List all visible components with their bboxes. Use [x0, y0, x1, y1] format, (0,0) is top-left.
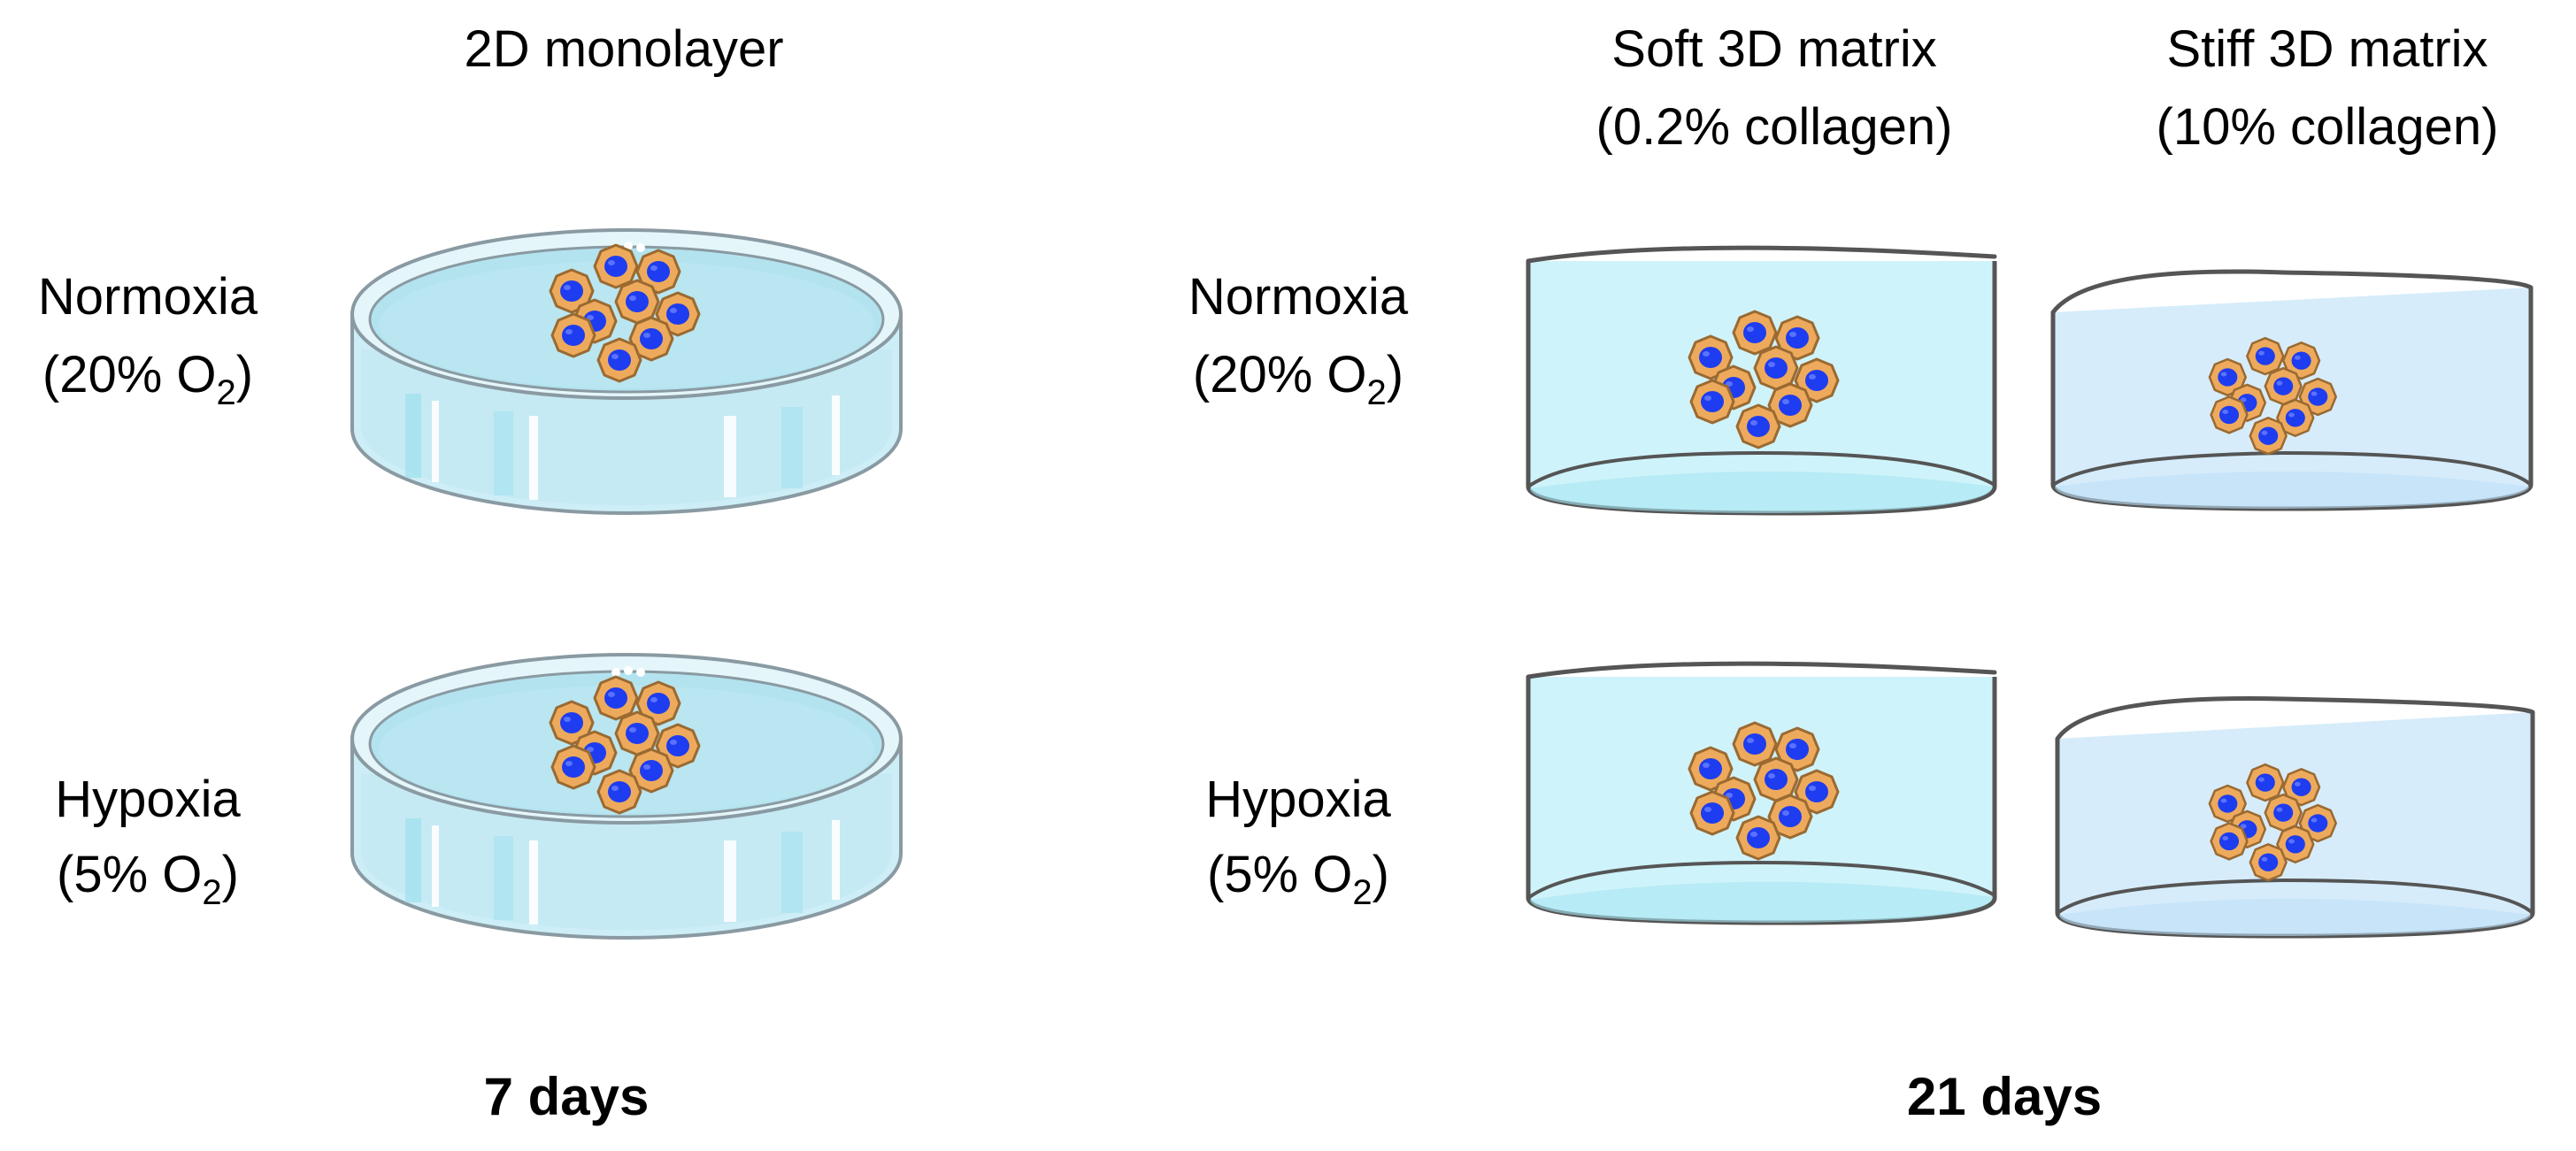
- label-2d-normoxia-name: Normoxia: [38, 268, 258, 326]
- header-2d-monolayer: 2D monolayer: [464, 20, 783, 78]
- label-3d-normoxia: Normoxia (20% O2): [1188, 268, 1409, 412]
- duration-2d: 7 days: [484, 1067, 650, 1126]
- label-2d-hypoxia: Hypoxia (5% O2): [55, 771, 241, 912]
- header-soft-matrix-line1: Soft 3D matrix: [1611, 20, 1936, 78]
- stiff-matrix-normoxia: [2050, 269, 2534, 511]
- label-3d-hypoxia-name: Hypoxia: [1205, 771, 1391, 828]
- petri-dish-normoxia: [350, 228, 903, 515]
- duration-3d: 21 days: [1907, 1067, 2102, 1126]
- label-2d-hypoxia-name: Hypoxia: [55, 771, 241, 828]
- header-stiff-matrix-line1: Stiff 3D matrix: [2166, 20, 2488, 78]
- label-3d-hypoxia: Hypoxia (5% O2): [1205, 771, 1391, 912]
- label-2d-normoxia-percent: (20% O2): [42, 346, 253, 412]
- soft-matrix-hypoxia: [1526, 661, 1997, 925]
- header-stiff-matrix: Stiff 3D matrix (10% collagen): [2157, 20, 2499, 156]
- label-3d-hypoxia-percent: (5% O2): [1207, 846, 1389, 912]
- header-soft-matrix: Soft 3D matrix (0.2% collagen): [1596, 20, 1953, 156]
- soft-matrix-normoxia: [1526, 245, 1997, 516]
- label-3d-normoxia-percent: (20% O2): [1193, 346, 1403, 412]
- label-2d-hypoxia-percent: (5% O2): [57, 846, 239, 912]
- label-3d-normoxia-name: Normoxia: [1188, 268, 1409, 326]
- stiff-matrix-hypoxia: [2055, 696, 2535, 939]
- label-2d-normoxia: Normoxia (20% O2): [38, 268, 258, 412]
- header-soft-matrix-line2: (0.2% collagen): [1596, 98, 1953, 156]
- header-stiff-matrix-line2: (10% collagen): [2157, 98, 2499, 156]
- petri-dish-hypoxia: [350, 653, 903, 940]
